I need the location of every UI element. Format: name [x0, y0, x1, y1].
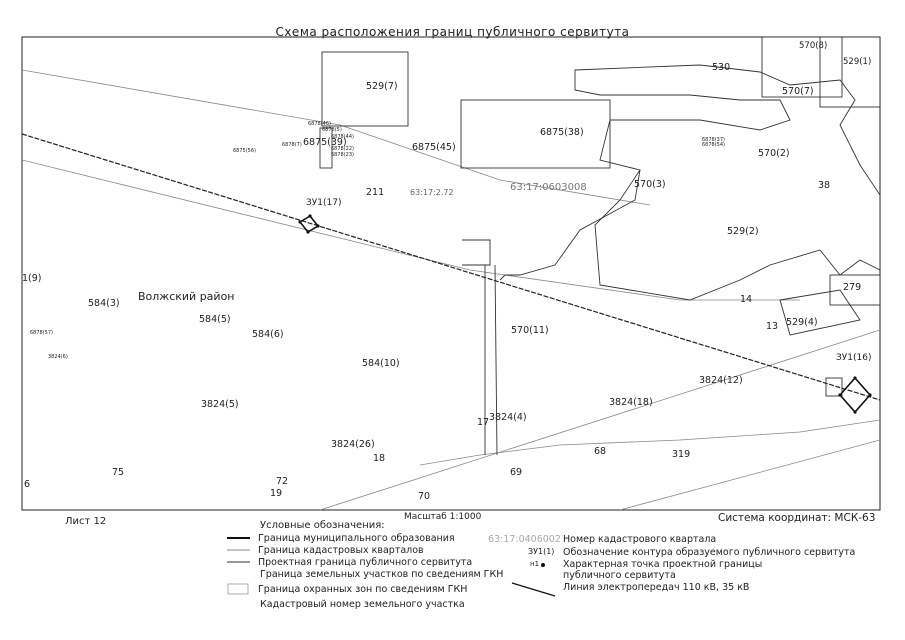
parcel-label: 3824(4) — [489, 412, 527, 423]
small-parcel-label: 6878(22) — [331, 146, 354, 152]
parcel-label: 17 — [477, 417, 490, 428]
parcel-label: 3824(5) — [201, 399, 239, 410]
small-parcel-label: 3824(6) — [48, 354, 68, 360]
parcel-label: 38 — [818, 180, 831, 191]
legend-header: Условные обозначения: — [260, 520, 385, 531]
parcel-boundaries — [319, 37, 880, 456]
parcel-label: 6875(38) — [540, 127, 584, 138]
quarter-label: 63:17:0603008 — [510, 182, 587, 193]
servitude-label-1: ЗУ1(17) — [306, 198, 342, 208]
parcel-label: 570(3) — [634, 179, 666, 190]
parcel-label: 584(3) — [88, 298, 120, 309]
legend-item: Проектная граница публичного сервитута — [258, 557, 473, 568]
legend-item: Кадастровый номер земельного участка — [260, 599, 465, 610]
parcel-label: 75 — [112, 467, 125, 478]
parcel-label: 72 — [276, 476, 289, 487]
scale-label: Масштаб 1:1000 — [404, 512, 482, 522]
legend-item: Номер кадастрового квартала — [563, 534, 717, 545]
parcel-label: 13 — [766, 321, 779, 332]
parcel-label: 584(6) — [252, 329, 284, 340]
parcel-529-7 — [321, 51, 409, 127]
sheet-number: Лист 12 — [65, 516, 107, 527]
legend-item: Граница охранных зон по сведениям ГКН — [258, 584, 468, 595]
parcel-label: 570(2) — [758, 148, 790, 159]
parcel-label: 69 — [510, 467, 523, 478]
small-parcel-label: 6875(56) — [233, 148, 256, 154]
parcel-label: 3824(12) — [699, 375, 743, 386]
legend-item: публичного сервитута — [563, 570, 676, 581]
parcel-label: 529(4) — [786, 317, 818, 328]
parcel-label: 570(7) — [782, 86, 814, 97]
road-code-label: 63:17:2.72 — [410, 188, 454, 197]
small-parcel-label: 6878(5) — [322, 127, 342, 133]
servitude-contours — [298, 214, 872, 414]
parcel-label: 570(8) — [799, 41, 828, 51]
parcel-label: 6875(39) — [303, 137, 347, 148]
legend-sample-quarter: 63:17:0406002 — [488, 534, 561, 545]
parcel-label: 279 — [843, 282, 862, 293]
parcel-label: 319 — [672, 449, 691, 460]
small-parcel-label: 6878(7) — [282, 142, 302, 148]
parcel-label: 570(11) — [511, 325, 549, 336]
parcel-label: 529(2) — [727, 226, 759, 237]
parcel-label: 529(7) — [366, 81, 398, 92]
parcel-label: 6 — [24, 479, 31, 490]
parcel-label: 14 — [740, 294, 753, 305]
parcel-label: 19 — [270, 488, 283, 499]
power-line — [22, 133, 880, 401]
parcel-label: 1(9) — [22, 273, 42, 284]
legend-item: Граница кадастровых кварталов — [258, 545, 424, 556]
quarter-boundaries — [22, 69, 880, 510]
parcel-label: 3824(18) — [609, 397, 653, 408]
legend-item: Обозначение контура образуемого публично… — [563, 547, 856, 558]
map-frame — [21, 36, 881, 511]
legend-item: Линия электропередач 110 кВ, 35 кВ — [563, 582, 750, 593]
parcel-label: 18 — [373, 453, 386, 464]
legend-item: Характерная точка проектной границы — [563, 559, 763, 570]
small-parcel-label: 6878(46) — [308, 121, 331, 127]
parcel-label: 530 — [712, 62, 731, 73]
parcel-label: 584(10) — [362, 358, 400, 369]
servitude-label-2: ЗУ1(16) — [836, 353, 872, 363]
district-label: Волжский район — [138, 290, 235, 303]
parcel-label: 70 — [418, 491, 431, 502]
parcel-label: 211 — [366, 187, 385, 198]
parcel-label: 6875(45) — [412, 142, 456, 153]
legend-item: Граница земельных участков по сведениям … — [260, 569, 504, 580]
small-parcel-label: 6878(44) — [331, 134, 354, 140]
parcel-label: 3824(26) — [331, 439, 375, 450]
small-parcel-label: 6878(54) — [702, 142, 725, 148]
small-parcel-label: 6878(23) — [331, 152, 354, 158]
small-parcel-label: 6878(57) — [30, 330, 53, 336]
parcel-label: 68 — [594, 446, 607, 457]
small-parcel-label: 6878(37) — [702, 137, 725, 143]
coord-system: Система координат: МСК-63 — [718, 512, 876, 524]
legend-item: Граница муниципального образования — [258, 533, 455, 544]
legend-sample-servitude: ЗУ1(1) — [528, 547, 555, 556]
legend-sample-point: н1 — [530, 560, 540, 568]
parcel-label: 529(1) — [843, 57, 872, 67]
parcel-label: 584(5) — [199, 314, 231, 325]
parcel-6875-38 — [460, 99, 611, 169]
map-title: Схема расположения границ публичного сер… — [275, 25, 630, 39]
